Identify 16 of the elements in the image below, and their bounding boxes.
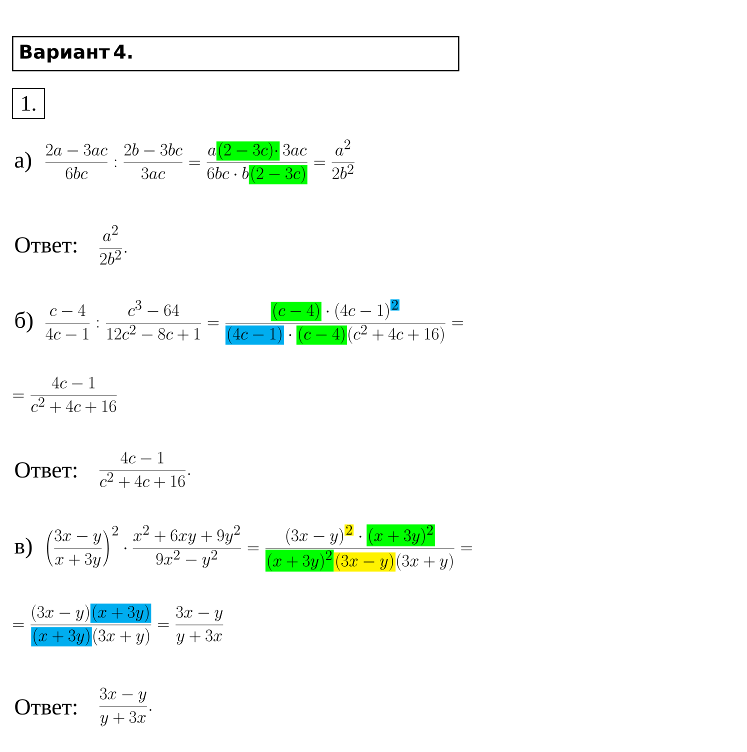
formula-line: $\frac{2a-3ac}{6bc}:\frac{2b-3bc}{3ac}=\frac{a\colorbox{green}{$(2-3c)\cdot$}\,3ac}{6bc\cdot b\colorbox{green}{$(2-3c)$}}=\frac{a^2}{2b^2}$ [45,140,354,184]
header-box: Вариант 4. [12,36,460,72]
formula-line: $\frac{a^2}{2b^2}.$ [99,225,126,265]
item-label: а) [15,152,32,172]
formula-line: $=\frac{(3x-y)\colorbox{cyan}{$(x+3y)$}}{\colorbox{cyan}{$(x+3y)$}(3x+y)}=\frac{3x-y}{y+3x}$ [13,604,224,646]
answer-label: Ответ: [15,462,76,478]
item-label: в) [14,538,32,558]
answer-label: Ответ: [15,237,76,253]
formula-line: $\frac{c-4}{4c-1}:\frac{c^3-64}{12c^2-8c+1}=\frac{\colorbox{green}{$(c-4)$}\cdot(4c-1)^{\colorbox{cyan}{$\scriptstyle 2$}}}{\colorbox{cyan}{$(4c-1)$}\cdot\colorbox{green}{$(c-4)$}(c^2+4c+16)}=$ [45,299,463,345]
formula-line: $\frac{3x-y}{y+3x}.$ [99,688,152,726]
formula-line: $=\frac{4c-1}{c^2+4c+16}$ [13,376,117,413]
task-number-box: 1. [12,88,45,119]
formula-line: $\frac{4c-1}{c^2+4c+16}.$ [99,452,190,488]
item-label: б) [15,311,33,333]
formula-line: $\left(\frac{3x-y}{x+3y}\right)^2\cdot\frac{x^2+6xy+9y^2}{9x^2-y^2}=\frac{(3x-y)^{\colorbox{yellow}{$\scriptstyle 2$}}\cdot\colorbox{green}{$(x+3y)^2$}}{\colorbox{green}{$(x+3y)^2$}\colorbox{yellow}{$(3x-y)$}(3x+y)}=$ [47,524,472,572]
answer-label: Ответ: [15,699,76,715]
